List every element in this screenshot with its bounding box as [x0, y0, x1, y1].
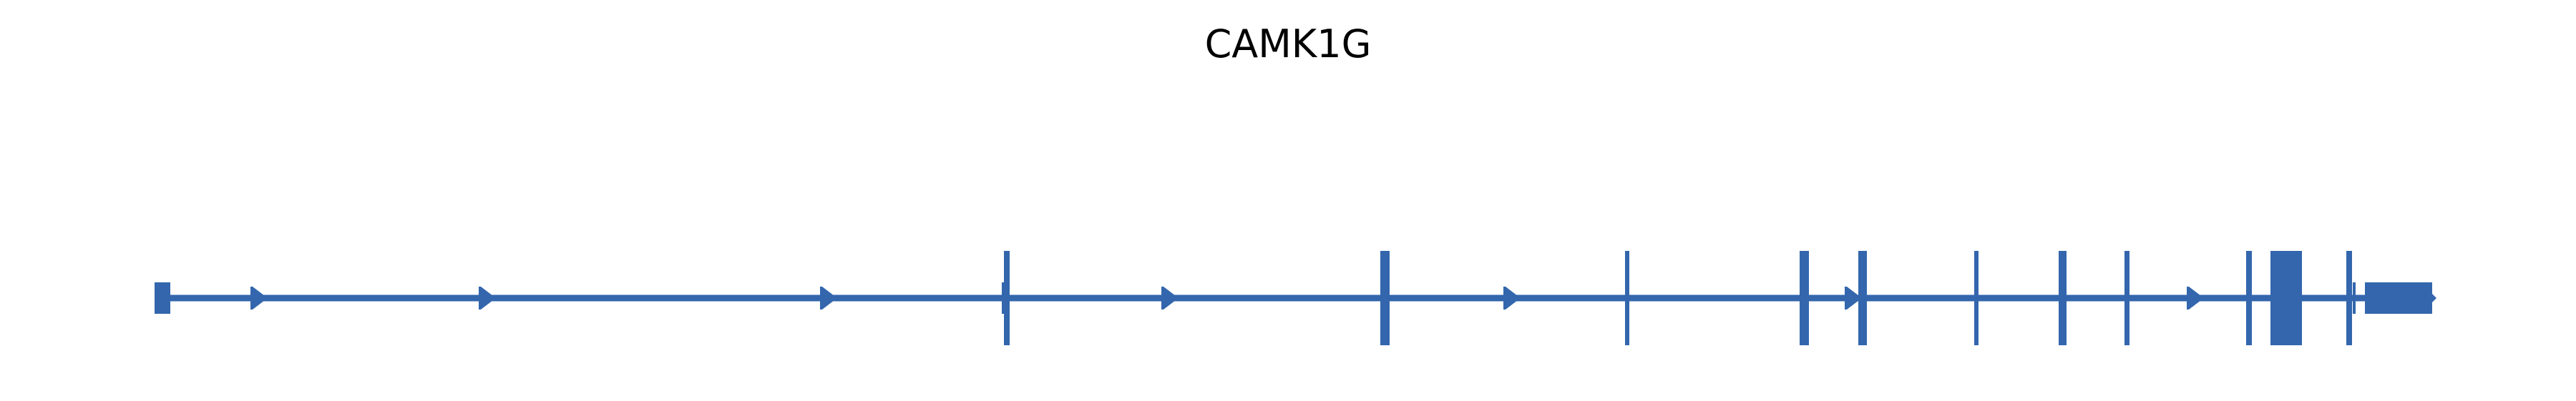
exon-block	[1858, 251, 1867, 345]
strand-arrow-icon	[1845, 287, 1862, 310]
utr-block	[1002, 282, 1005, 314]
strand-arrow-icon	[479, 287, 496, 310]
exon-block	[1800, 251, 1809, 345]
exon-block	[1004, 251, 1010, 345]
exon-block	[1625, 251, 1629, 345]
strand-arrow-icon	[1161, 287, 1179, 310]
utr-block	[2365, 282, 2432, 314]
exon-block	[2346, 251, 2352, 345]
strand-arrow-icon	[250, 287, 268, 310]
exon-block	[2059, 251, 2067, 345]
exon-block	[1974, 251, 1979, 345]
utr-block	[155, 282, 170, 314]
intron-line	[166, 294, 2433, 302]
exon-block	[2124, 251, 2129, 345]
utr-block	[2353, 282, 2356, 314]
strand-arrow-icon	[2187, 287, 2204, 310]
strand-arrow-icon	[820, 287, 837, 310]
exon-block	[2246, 251, 2252, 345]
exon-block	[2270, 251, 2302, 345]
end-arrow-icon	[2432, 294, 2436, 302]
strand-arrow-icon	[1503, 287, 1521, 310]
exon-block	[1380, 251, 1390, 345]
gene-title: CAMK1G	[1204, 21, 1372, 66]
